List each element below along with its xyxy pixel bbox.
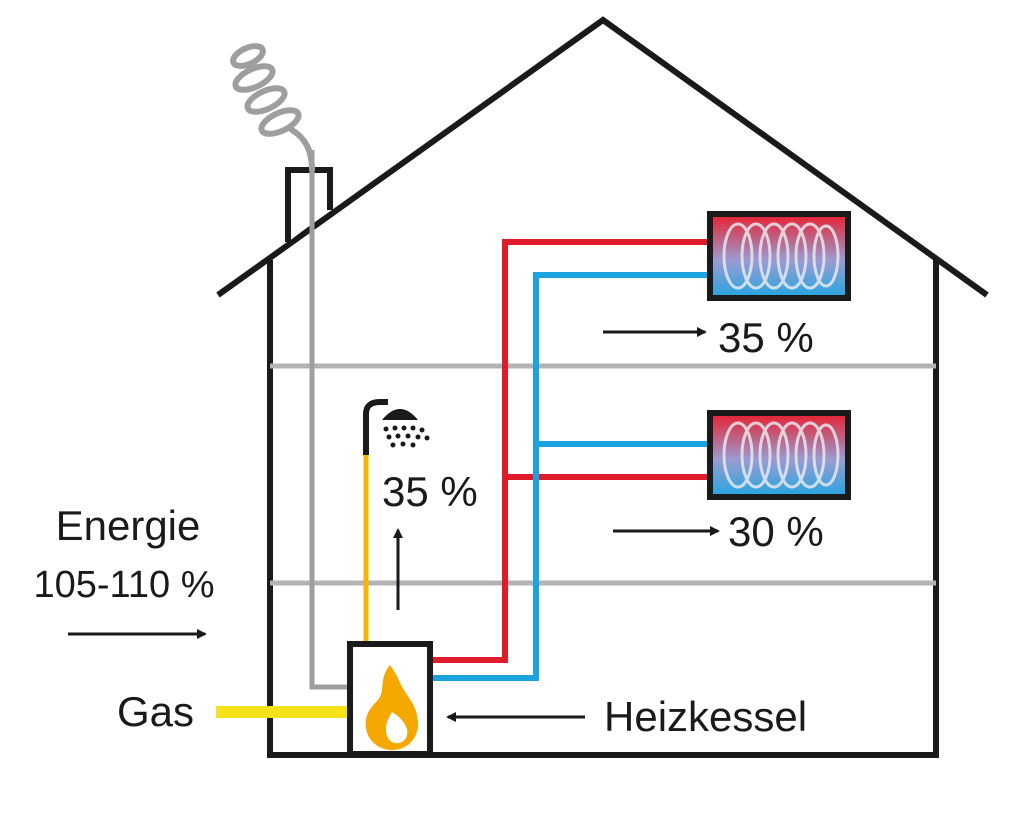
- radiator-icon: [722, 222, 840, 290]
- boiler-label: Heizkessel: [604, 693, 807, 740]
- energy-title: Energie: [56, 502, 201, 549]
- radiator-icon: [722, 421, 840, 489]
- hot-water-share: 35 %: [382, 468, 478, 515]
- shower-icon: [382, 409, 430, 448]
- flame-icon: [365, 665, 418, 750]
- house-walls: [267, 260, 939, 758]
- radiator-upper: [707, 211, 851, 301]
- energy-value: 105-110 %: [34, 564, 215, 606]
- roof-line: [216, 16, 989, 298]
- shower-pipe: [363, 399, 388, 455]
- house: [216, 16, 989, 758]
- return-pipe: [430, 272, 710, 681]
- lower-radiator-share: 30 %: [728, 508, 824, 555]
- boiler: [347, 641, 433, 757]
- supply-pipe: [430, 239, 710, 663]
- upper-radiator-share: 35 %: [718, 314, 814, 361]
- flue-pipe: [309, 150, 350, 690]
- gas-label: Gas: [117, 688, 194, 735]
- radiator-lower: [707, 410, 851, 500]
- smoke-icon: [230, 43, 315, 173]
